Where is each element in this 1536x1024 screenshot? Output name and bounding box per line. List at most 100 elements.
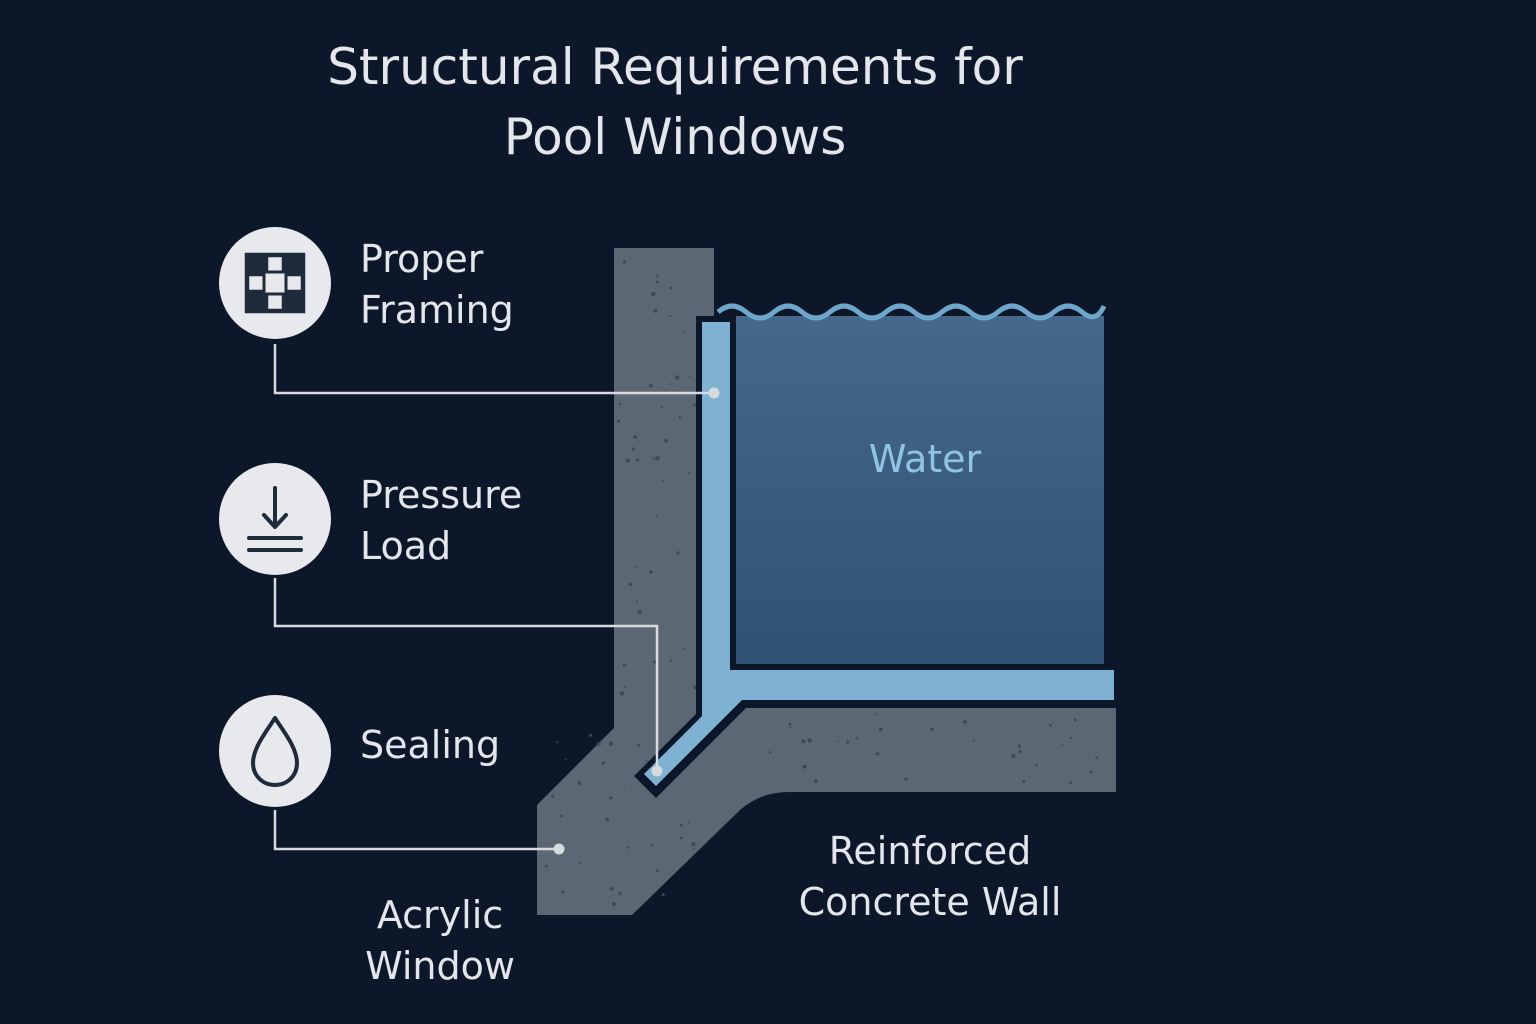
concrete-wall-label: Reinforced Concrete Wall: [760, 826, 1100, 928]
concrete-wall-label-line-1: Reinforced: [828, 829, 1032, 873]
concrete-speckle: [1018, 750, 1022, 753]
concrete-speckle: [652, 660, 657, 664]
concrete-speckle: [652, 457, 656, 460]
concrete-speckle: [930, 727, 934, 731]
water-label: Water: [868, 437, 982, 481]
concrete-speckle: [608, 741, 614, 746]
concrete-speckle: [618, 891, 622, 895]
concrete-speckle: [691, 842, 696, 847]
concrete-speckle: [656, 869, 660, 873]
concrete-speckle: [544, 864, 548, 868]
concrete-speckle: [904, 777, 908, 781]
concrete-speckle: [837, 740, 839, 743]
concrete-speckle: [651, 843, 654, 847]
acrylic-window-panel: [644, 322, 1114, 786]
sealing-icon-badge: [219, 695, 331, 807]
title-line-1: Structural Requirements for: [327, 38, 1023, 96]
concrete-speckle: [963, 720, 967, 724]
concrete-texture: [544, 260, 1098, 907]
concrete-speckle: [589, 733, 593, 737]
page-title: Structural Requirements for Pool Windows: [200, 32, 1150, 172]
pressure-label: Pressure Load: [360, 470, 522, 572]
concrete-speckle: [683, 330, 686, 333]
pressure-label-line-1: Pressure: [360, 473, 523, 517]
title-line-2: Pool Windows: [503, 108, 847, 166]
concrete-speckle: [875, 752, 880, 756]
concrete-speckle: [688, 375, 691, 378]
concrete-speckle: [669, 286, 673, 290]
concrete-speckle: [656, 275, 659, 278]
concrete-speckle: [622, 260, 627, 264]
concrete-speckle: [789, 726, 792, 729]
concrete-speckle: [605, 817, 610, 822]
water-surface-wave: [716, 303, 1107, 321]
pressure-callout-dot: [651, 765, 663, 777]
concrete-speckle: [560, 814, 563, 818]
concrete-speckle: [768, 751, 772, 754]
concrete-speckle: [636, 458, 639, 462]
concrete-speckle: [678, 416, 682, 419]
callout-lines: [273, 344, 714, 851]
concrete-speckle: [855, 737, 858, 740]
concrete-speckle: [577, 781, 582, 786]
concrete-speckle: [814, 779, 818, 783]
concrete-speckle: [972, 739, 975, 742]
concrete-speckle: [623, 785, 625, 788]
concrete-speckle: [683, 647, 686, 650]
concrete-speckle: [679, 823, 683, 827]
concrete-speckle: [596, 741, 601, 746]
sealing-callout-dot: [553, 843, 565, 855]
concrete-speckle: [1022, 779, 1026, 783]
water-body: [732, 316, 1104, 666]
concrete-speckle: [846, 740, 850, 744]
pressure-callout-line: [273, 578, 659, 771]
concrete-speckle: [635, 566, 638, 569]
concrete-speckle: [649, 570, 653, 574]
framing-label-line-2: Framing: [360, 288, 514, 332]
sealing-callout-line: [273, 810, 559, 851]
concrete-speckle: [661, 480, 664, 482]
concrete-speckle: [655, 280, 659, 284]
concrete-speckle: [879, 727, 883, 732]
concrete-speckle: [669, 659, 672, 662]
concrete-speckle: [625, 458, 630, 463]
concrete-speckle: [622, 663, 626, 667]
concrete-speckle: [661, 893, 665, 897]
framing-callout-line: [273, 344, 714, 395]
concrete-speckle: [660, 406, 663, 409]
concrete-speckle: [633, 435, 637, 439]
concrete-speckle: [1061, 744, 1064, 746]
pressure-arrow-icon: [247, 486, 303, 552]
concrete-speckle: [617, 419, 621, 423]
water-drop-icon: [251, 716, 299, 787]
concrete-speckle: [1017, 744, 1022, 748]
concrete-speckle: [611, 902, 616, 907]
concrete-speckle: [578, 862, 582, 865]
concrete-speckle: [551, 794, 555, 798]
concrete-speckle: [692, 847, 695, 850]
concrete-speckle: [693, 403, 696, 407]
concrete-speckle: [1035, 763, 1038, 767]
concrete-speckle: [631, 447, 635, 451]
concrete-speckle: [609, 796, 613, 800]
concrete-speckle: [623, 686, 626, 689]
concrete-speckle: [679, 836, 683, 840]
concrete-speckle: [1069, 736, 1072, 739]
concrete-speckle: [1089, 770, 1093, 774]
concrete-speckle: [676, 551, 680, 555]
concrete-speckle: [664, 438, 669, 443]
concrete-speckle: [1095, 756, 1098, 759]
concrete-speckle: [645, 759, 648, 762]
concrete-speckle: [628, 582, 633, 587]
frame-icon: [244, 252, 306, 314]
framing-label: Proper Framing: [360, 234, 514, 336]
concrete-speckle: [1069, 781, 1072, 785]
concrete-speckle: [656, 514, 659, 517]
acrylic-window-label-line-1: Acrylic: [376, 893, 504, 937]
sealing-label: Sealing: [360, 720, 500, 771]
concrete-speckle: [687, 472, 690, 475]
concrete-speckle: [802, 764, 807, 769]
concrete-speckle: [688, 821, 690, 824]
concrete-speckle: [609, 887, 614, 891]
